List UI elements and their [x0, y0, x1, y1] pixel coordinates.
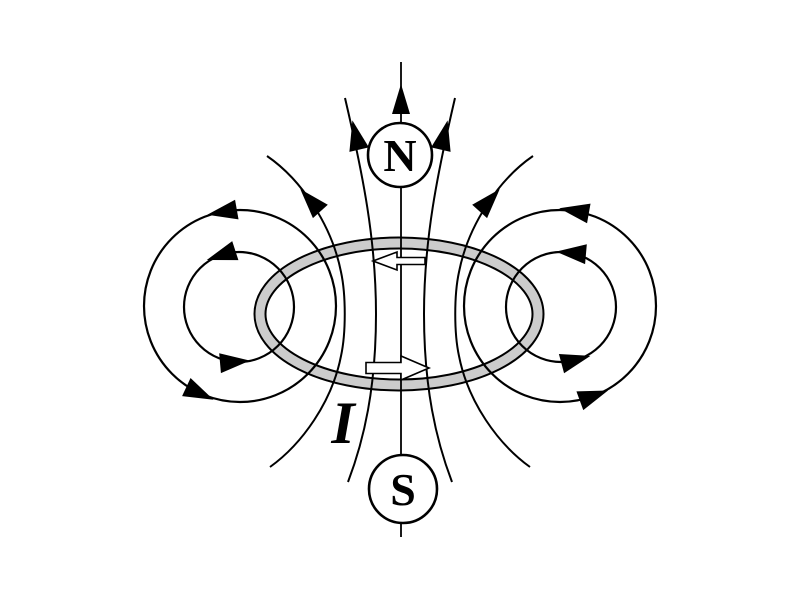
- ccw-arrow-icon: [559, 203, 591, 224]
- field-loop-right: [462, 203, 658, 411]
- ccw-arrow-icon: [556, 244, 587, 265]
- up-left-arrow-icon: [300, 189, 328, 219]
- axis-up-arrow-icon: [392, 84, 410, 114]
- south-pole-marker: S: [367, 453, 439, 525]
- open-current-arrow-right-icon: [365, 354, 432, 382]
- through-loop-arrowheads: [300, 120, 500, 219]
- field-loop-left: [142, 199, 338, 404]
- ccw-arrow-icon: [182, 378, 214, 400]
- ccw-arrow-icon: [207, 199, 239, 220]
- current-label: I: [330, 390, 357, 456]
- current-loop-ellipse: [253, 236, 545, 392]
- field-line-inner-right: [422, 97, 456, 483]
- south-pole-label: S: [390, 464, 416, 515]
- ccw-arrow-icon: [558, 353, 591, 374]
- current-direction-arrows: [365, 250, 432, 382]
- up-arrow-icon: [349, 120, 369, 152]
- open-current-arrow-left-icon: [370, 250, 426, 272]
- ccw-arrow-icon: [219, 353, 250, 374]
- ccw-arrow-icon: [206, 241, 239, 261]
- field-line-inner-left: [344, 97, 378, 483]
- north-pole-label: N: [383, 130, 416, 181]
- up-right-arrow-icon: [472, 189, 500, 219]
- ccw-arrow-icon: [576, 390, 609, 411]
- north-pole-marker: N: [366, 121, 434, 189]
- up-arrow-icon: [431, 120, 451, 152]
